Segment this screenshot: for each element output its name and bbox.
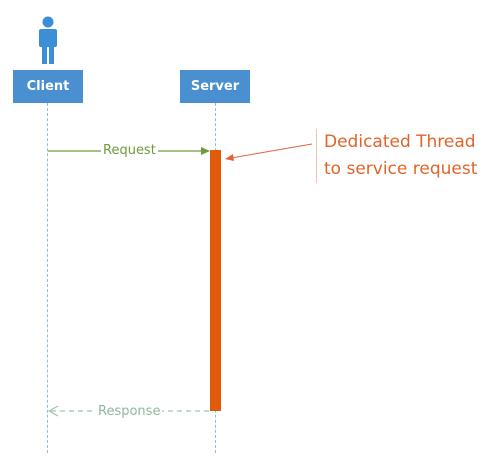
server-activation-bar bbox=[210, 150, 221, 411]
server-actor-box: Server bbox=[180, 70, 250, 103]
client-lifeline bbox=[47, 103, 48, 453]
client-actor-box: Client bbox=[13, 70, 83, 103]
note-line-2: to service request bbox=[324, 159, 478, 179]
request-label: Request bbox=[101, 143, 158, 159]
server-label: Server bbox=[190, 79, 240, 94]
note-line-1: Dedicated Thread bbox=[324, 132, 476, 152]
note-pointer-arrow bbox=[225, 143, 313, 161]
response-label: Response bbox=[96, 404, 163, 420]
dedicated-thread-note: Dedicated Thread to service request bbox=[316, 129, 477, 183]
client-label: Client bbox=[26, 79, 70, 94]
